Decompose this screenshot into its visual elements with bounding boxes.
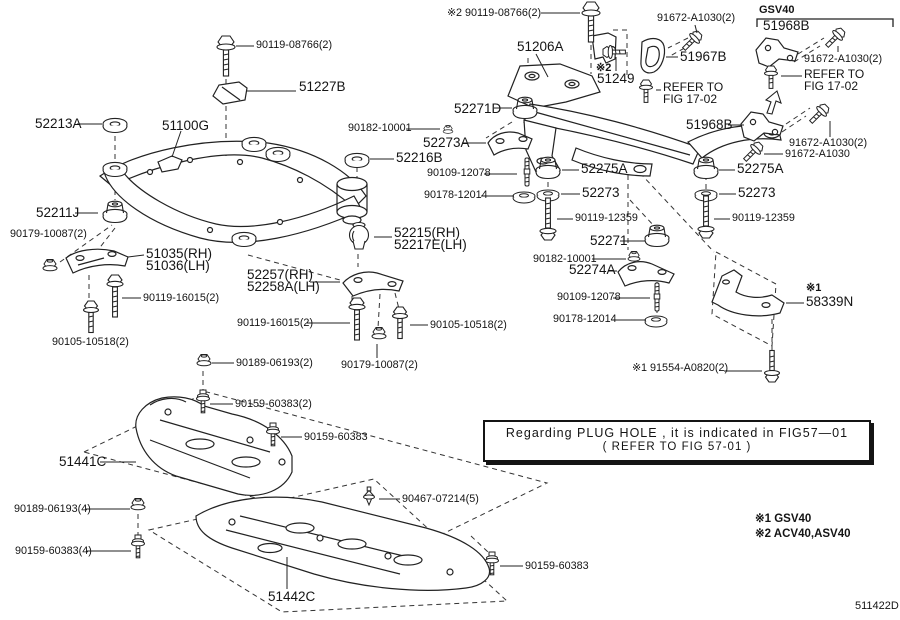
diagram-code: 511422D: [855, 600, 899, 612]
part-label: 52213A: [35, 116, 82, 131]
part-label: 90159-60383: [304, 431, 368, 443]
part-label: 52274A: [569, 262, 616, 277]
part-label: 51249: [597, 71, 635, 86]
part-label: 90119-08766(2): [256, 39, 333, 51]
part-label: 91672-A1030: [785, 148, 850, 160]
part-label: 51968B: [686, 117, 733, 132]
part-label: 90109-12078: [427, 167, 491, 179]
variant-note-1: ※1 GSV40: [755, 513, 812, 525]
plug-hole-note-line2: ( REFER TO FIG 57-01 ): [602, 441, 752, 453]
part-label: 52217E(LH): [394, 237, 467, 252]
part-label: 90467-07214(5): [402, 493, 479, 505]
part-label: 51441C: [59, 454, 107, 469]
part-label: 90109-12078: [557, 291, 621, 303]
part-label: ※2: [596, 62, 612, 74]
part-label: 58339N: [806, 294, 854, 309]
part-label: 91672-A1030(2): [804, 53, 883, 65]
part-label: 51442C: [268, 589, 316, 604]
part-label: 91672-A1030(2): [789, 137, 868, 149]
part-label: 90119-16015(2): [237, 317, 314, 329]
part-label: REFER TO: [663, 80, 724, 94]
part-label: FIG 17-02: [804, 79, 859, 93]
part-label: 90159-60383(2): [235, 398, 312, 410]
part-label: 90105-10518(2): [430, 319, 507, 331]
part-label: 91672-A1030(2): [657, 12, 736, 24]
part-label: ※1 91554-A0820(2): [632, 362, 729, 374]
part-label: 90179-10087(2): [341, 359, 418, 371]
part-label: 90189-06193(2): [236, 357, 313, 369]
part-label: 90189-06193(4): [14, 503, 91, 515]
part-label: 51968B: [763, 18, 810, 33]
part-label: 52273: [738, 185, 776, 200]
part-label: FIG 17-02: [663, 92, 718, 106]
part-label: 52271D: [454, 101, 502, 116]
part-label: GSV40: [759, 4, 795, 16]
part-label: ※1: [806, 282, 822, 294]
part-label: 90119-12359: [732, 212, 795, 224]
part-label: 90182-10001: [348, 122, 412, 134]
part-label: 52258A(LH): [247, 279, 320, 294]
part-label: 52273A: [423, 135, 470, 150]
part-label: 90159-60383: [525, 560, 589, 572]
part-label: 52271: [590, 233, 628, 248]
part-label: 90182-10001: [533, 253, 597, 265]
part-label: 51036(LH): [146, 258, 210, 273]
part-label: 90178-12014: [424, 189, 488, 201]
part-label: 90178-12014: [553, 313, 617, 325]
part-label: 90159-60383(4): [15, 545, 92, 557]
part-label: 52275A: [737, 161, 784, 176]
part-label: 90105-10518(2): [52, 336, 129, 348]
plug-hole-note-line1: Regarding PLUG HOLE , it is indicated in…: [505, 426, 849, 440]
part-label: 52215(RH): [394, 225, 461, 240]
part-label: 51206A: [517, 39, 564, 54]
variant-note-2: ※2 ACV40,ASV40: [755, 528, 851, 540]
part-label: 90119-12359: [575, 212, 638, 224]
part-label: 52216B: [396, 150, 443, 165]
part-label: 51967B: [680, 49, 727, 64]
part-label: REFER TO: [804, 67, 865, 81]
part-label: ※2 90119-08766(2): [447, 7, 542, 19]
part-label: 52273: [582, 185, 620, 200]
part-label: 51227B: [299, 79, 346, 94]
part-label: 90179-10087(2): [10, 228, 87, 240]
part-label: 90119-16015(2): [143, 292, 220, 304]
part-label: 52211J: [36, 205, 80, 220]
part-label: 52275A: [581, 161, 628, 176]
part-label: 51035(RH): [146, 246, 213, 261]
plug-hole-note-box: Regarding PLUG HOLE , it is indicated in…: [483, 420, 871, 462]
part-label: 51100G: [162, 118, 210, 133]
part-label: 52257(RH): [247, 267, 314, 282]
